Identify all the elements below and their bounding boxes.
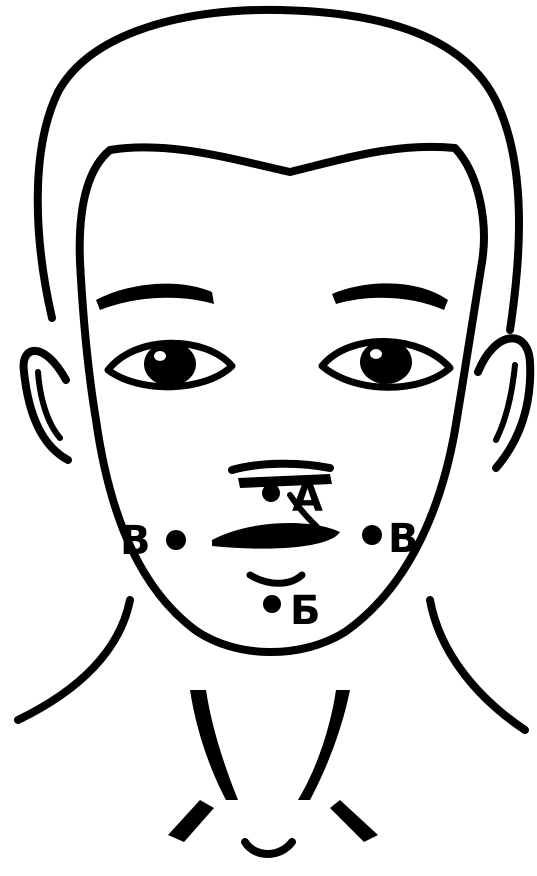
right-pupil bbox=[360, 340, 412, 384]
neck-left bbox=[18, 600, 130, 720]
right-ear-inner bbox=[496, 365, 515, 440]
left-pupil bbox=[144, 342, 196, 386]
right-pupil-highlight bbox=[370, 349, 382, 359]
point-v-left-label: В bbox=[120, 518, 151, 564]
neck-muscle-left bbox=[190, 690, 238, 800]
right-ear bbox=[478, 338, 530, 468]
collarbone-left bbox=[168, 800, 214, 842]
mouth bbox=[212, 523, 340, 549]
point-a-dot bbox=[262, 484, 280, 502]
hairline bbox=[80, 147, 484, 262]
point-v-right-dot bbox=[362, 525, 382, 545]
face-outline bbox=[80, 262, 482, 652]
point-b-dot bbox=[263, 595, 281, 613]
nose bbox=[232, 464, 330, 470]
point-v-left-dot bbox=[166, 530, 186, 550]
left-pupil-highlight bbox=[154, 351, 166, 361]
jugular-notch bbox=[245, 842, 292, 854]
point-v-right-label: В bbox=[388, 516, 419, 562]
collarbone-right bbox=[330, 800, 378, 842]
left-eyebrow bbox=[96, 284, 214, 310]
point-a-label: А bbox=[292, 475, 323, 521]
neck-muscle-right bbox=[298, 690, 350, 800]
right-eyebrow bbox=[332, 283, 448, 310]
chin-crease bbox=[250, 575, 302, 583]
point-b-label: Б bbox=[290, 588, 321, 634]
neck-right bbox=[430, 600, 525, 730]
